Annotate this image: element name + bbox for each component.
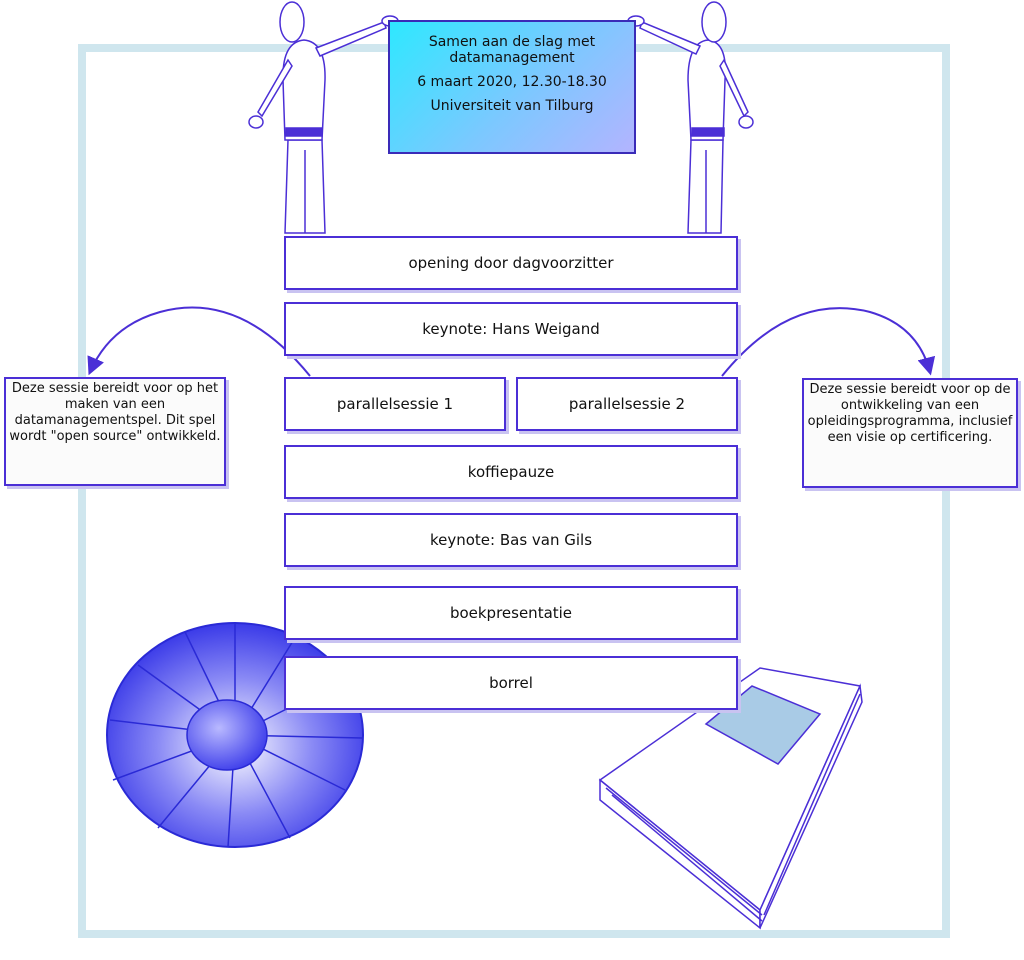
note-session-2: Deze sessie bereidt voor op de ontwikkel… — [802, 378, 1018, 488]
program-item-book: boekpresentatie — [284, 586, 738, 640]
program-item-opening: opening door dagvoorzitter — [284, 236, 738, 290]
program-item-drinks: borrel — [284, 656, 738, 710]
right-figure — [627, 1, 754, 234]
note-session-1: Deze sessie bereidt voor op het maken va… — [4, 377, 226, 486]
book-illustration — [598, 667, 863, 930]
program-item-parallel-2: parallelsessie 2 — [516, 377, 738, 431]
program-item-keynote-2: keynote: Bas van Gils — [284, 513, 738, 567]
arrow-to-note-left — [87, 306, 311, 377]
event-banner: Samen aan de slag met datamanagement 6 m… — [388, 20, 636, 154]
event-date: 6 maart 2020, 12.30-18.30 — [417, 74, 607, 90]
arrow-to-note-right — [721, 307, 936, 377]
event-title: Samen aan de slag met datamanagement — [428, 34, 596, 66]
program-item-keynote-1: keynote: Hans Weigand — [284, 302, 738, 356]
left-figure — [248, 1, 399, 234]
program-item-break: koffiepauze — [284, 445, 738, 499]
event-location: Universiteit van Tilburg — [430, 98, 594, 114]
program-item-parallel-1: parallelsessie 1 — [284, 377, 506, 431]
